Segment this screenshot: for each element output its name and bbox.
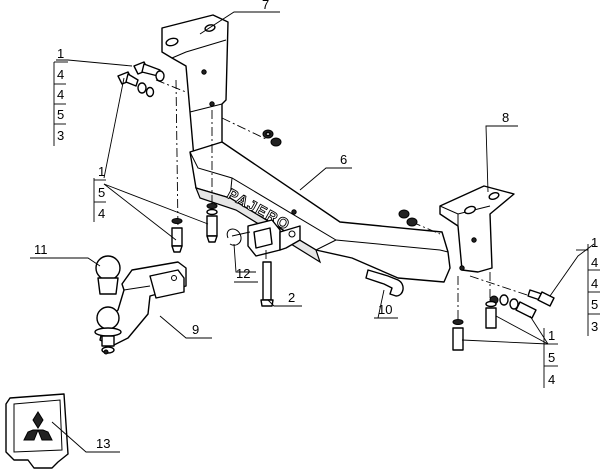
callout-12: 12: [236, 266, 250, 281]
stack-top-left-0: 1: [57, 46, 64, 61]
stack-mid-left-2: 4: [98, 206, 105, 221]
right-mount-bracket: [439, 185, 515, 273]
callout-2: 2: [288, 290, 295, 305]
stack-top-left-2: 4: [57, 87, 64, 102]
bolt-right-upper: [527, 289, 555, 307]
hitch-pin-clip-12: [226, 228, 251, 246]
stack-mid-left-1: 5: [98, 185, 105, 200]
safety-hook-10: [365, 269, 404, 297]
callout-8: 8: [502, 110, 509, 125]
bolt-top-left-lower: [117, 71, 155, 98]
stack-mid-left: 1 5 4: [93, 164, 106, 222]
stack-right-1: 4: [591, 255, 598, 270]
stack-right-0: 1: [591, 235, 598, 250]
brand-logo-icon: [23, 411, 53, 441]
bolt-bottom-right-2: [485, 300, 497, 329]
callout-6: 6: [340, 152, 347, 167]
tow-bar-assembly: PAJERO: [161, 14, 515, 283]
stack-right-2: 4: [591, 276, 598, 291]
callout-7: 7: [262, 0, 269, 12]
callout-10: 10: [378, 302, 392, 317]
stack-right-3: 5: [591, 297, 598, 312]
stack-bottom-right-1: 5: [548, 350, 555, 365]
callout-13: 13: [96, 436, 110, 451]
stack-right-4: 3: [591, 319, 598, 334]
ball-mount-9: [99, 261, 187, 347]
stack-top-left: 1 4 4 5 3: [53, 46, 68, 146]
nut-behind-left-bracket: [262, 129, 282, 147]
tow-ball-11: [94, 255, 122, 355]
stack-bottom-right-2: 4: [548, 372, 555, 387]
stack-bottom-right-0: 1: [548, 328, 555, 343]
fasteners: [117, 61, 555, 351]
bolt-right-lower: [489, 294, 537, 319]
long-bolt-2: [260, 261, 274, 307]
stack-bottom-right: 1 5 4: [543, 328, 558, 388]
bolt-top-left-upper: [133, 61, 165, 82]
bolt-bottom-right-1: [452, 319, 464, 351]
bolt-bottom-left-1: [171, 218, 183, 253]
stack-top-left-3: 5: [57, 107, 64, 122]
callout-labels: 7 8 6 11 12 2 10 9 13: [30, 0, 509, 453]
callout-9: 9: [192, 322, 199, 337]
stack-top-left-1: 4: [57, 67, 64, 82]
socket-cover-13: [5, 393, 69, 469]
stack-top-left-4: 3: [57, 128, 64, 143]
bolt-bottom-left-2: [206, 203, 218, 243]
nut-behind-right-bracket: [398, 209, 418, 227]
stack-mid-left-0: 1: [98, 164, 105, 179]
stack-right: 1 4 4 5 3: [576, 235, 600, 336]
callout-11: 11: [34, 242, 48, 257]
